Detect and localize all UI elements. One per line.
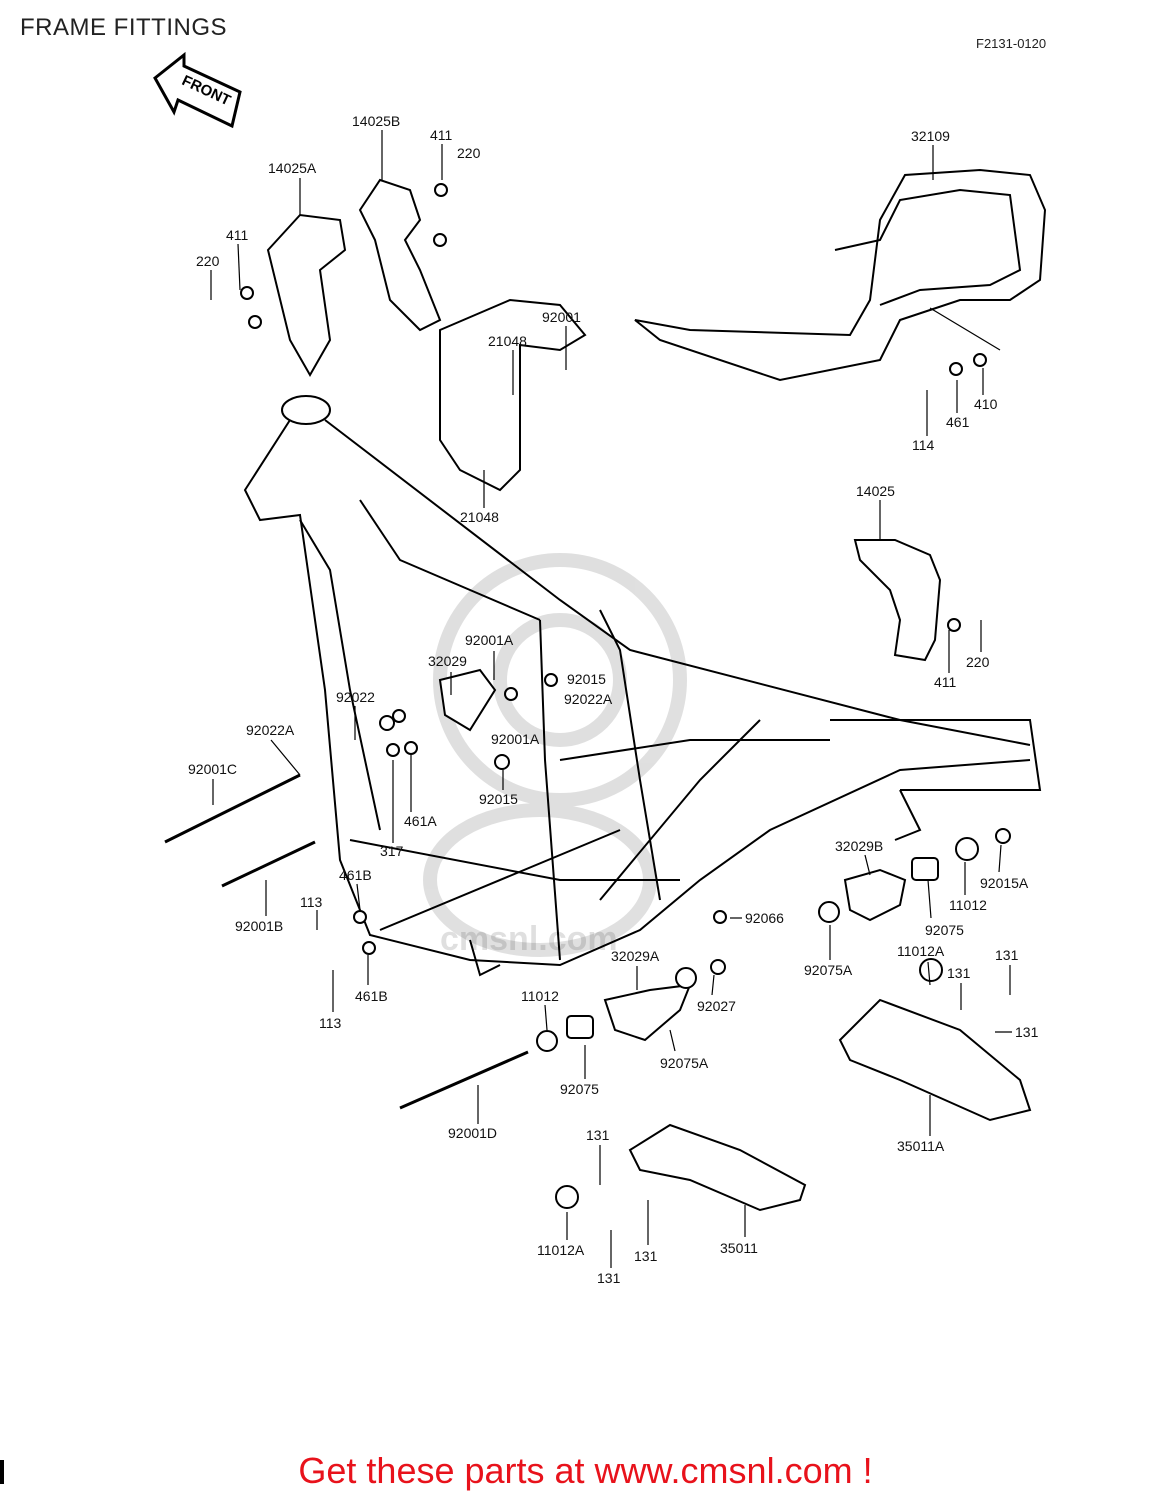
edge-mark (0, 1460, 4, 1484)
footrest-bracket-35011a (838, 998, 1032, 1122)
callout: 92022A (564, 691, 613, 707)
callout: 32029B (835, 838, 883, 854)
engine-mount-32029b (843, 868, 907, 922)
callout: 11012A (897, 943, 945, 959)
callout: 14025 (856, 483, 895, 499)
side-cover-14025 (853, 539, 942, 662)
grab-rail-32109 (634, 168, 1047, 382)
callout: 131 (1015, 1024, 1039, 1040)
callout: 92075 (925, 922, 964, 938)
callout: 92022A (246, 722, 295, 738)
callout: 14025A (268, 160, 317, 176)
callout: 461A (404, 813, 437, 829)
front-arrow-icon: FRONT (153, 51, 242, 129)
callout: 92075A (660, 1055, 709, 1071)
callout: 92001 (542, 309, 581, 325)
part-callouts: 14025B 411 220 14025A 411 220 32109 9200… (188, 113, 1039, 1286)
callout: 220 (966, 654, 990, 670)
callout: 21048 (488, 333, 527, 349)
callout: 92075A (804, 962, 853, 978)
callout: 317 (380, 843, 404, 859)
callout: 92001A (491, 731, 540, 747)
callout: 92015 (567, 671, 606, 687)
callout: 461 (946, 414, 970, 430)
callout: 131 (947, 965, 971, 981)
callout: 411 (226, 227, 249, 243)
callout: 113 (300, 894, 323, 910)
callout: 11012 (521, 988, 559, 1004)
callout: 411 (934, 674, 957, 690)
engine-mount-32029 (438, 668, 497, 732)
callout: 11012 (949, 897, 987, 913)
callout: 35011 (720, 1240, 758, 1256)
callout: 21048 (460, 509, 499, 525)
callout: 92027 (697, 998, 736, 1014)
figure-code: F2131-0120 (976, 36, 1047, 51)
callout: 220 (457, 145, 481, 161)
callout: 92066 (745, 910, 784, 926)
engine-mount-32029a (603, 983, 692, 1042)
callout: 92015A (980, 875, 1029, 891)
callout: 32029A (611, 948, 660, 964)
frame-fittings-diagram: cmsnl.com FRONT (153, 51, 1047, 1286)
callout: 114 (912, 437, 935, 453)
side-cover-14025b (358, 178, 442, 332)
fasteners (240, 183, 1011, 1209)
footer-link[interactable]: Get these parts at www.cmsnl.com ! (298, 1450, 873, 1491)
callout: 131 (597, 1270, 621, 1286)
callout: 411 (430, 127, 453, 143)
callout: 131 (634, 1248, 658, 1264)
callout: 113 (319, 1015, 342, 1031)
callout: 92001B (235, 918, 283, 934)
frame-drawing (243, 395, 1042, 977)
callout: 220 (196, 253, 220, 269)
side-cover-14025a (266, 213, 347, 378)
callout: 92075 (560, 1081, 599, 1097)
callout: 32029 (428, 653, 467, 669)
callout: 92022 (336, 689, 375, 705)
callout: 35011A (897, 1138, 945, 1154)
callout: 92015 (479, 791, 518, 807)
callout: 131 (586, 1127, 610, 1143)
callout: 92001C (188, 761, 237, 777)
callout: 461B (355, 988, 388, 1004)
leader-lines (210, 130, 1012, 1268)
callout: 410 (974, 396, 998, 412)
callout: 11012A (537, 1242, 585, 1258)
callout: 461B (339, 867, 372, 883)
footrest-bracket-35011 (628, 1123, 807, 1212)
page-title: FRAME FITTINGS (20, 14, 227, 41)
callout: 92001A (465, 632, 514, 648)
callout: 14025B (352, 113, 400, 129)
callout: 32109 (911, 128, 950, 144)
bolts (164, 773, 529, 1110)
callout: 131 (995, 947, 1019, 963)
callout: 92001D (448, 1125, 497, 1141)
